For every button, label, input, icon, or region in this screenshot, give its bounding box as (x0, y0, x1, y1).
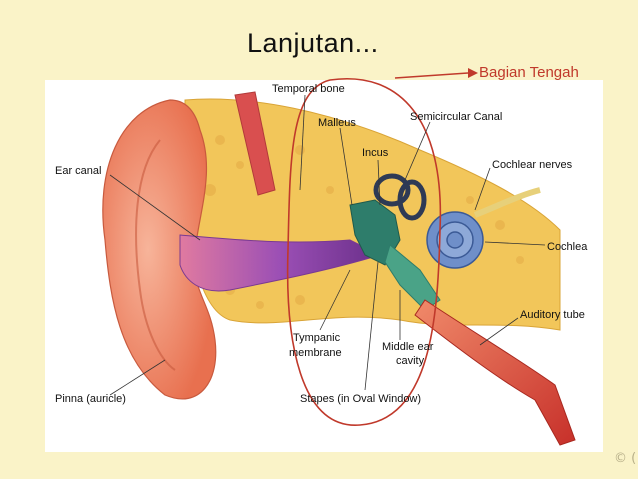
pinna-shape (102, 99, 217, 400)
ear-canal-shape (179, 234, 382, 292)
label-tympanic-line2: membrane (289, 347, 342, 359)
label-stapes: Stapes (in Oval Window) (300, 393, 421, 405)
label-incus: Incus (362, 147, 389, 159)
annotation-arrow-head (468, 68, 478, 78)
label-semicircular-canal: Semicircular Canal (410, 111, 502, 123)
muscle-strip (234, 91, 276, 196)
label-tympanic-line1: Tympanic (293, 332, 341, 344)
label-temporal-bone: Temporal bone (272, 83, 345, 95)
label-cochlear-nerves: Cochlear nerves (492, 159, 573, 171)
annotation-arrow (394, 72, 469, 79)
corner-mark: © ( (614, 451, 637, 466)
annotation-label: Bagian Tengah (479, 64, 579, 81)
cochlea-shape (426, 211, 484, 269)
label-ear-canal: Ear canal (55, 165, 101, 177)
auditory-tube-shape (414, 299, 576, 446)
leader-lines (109, 94, 546, 396)
cochlear-nerve-shape (473, 187, 541, 218)
label-middle-ear-line1: Middle ear (382, 341, 434, 353)
label-middle-ear-line2: cavity (396, 355, 425, 367)
label-pinna: Pinna (auricle) (55, 393, 126, 405)
label-auditory-tube: Auditory tube (520, 309, 585, 321)
label-malleus: Malleus (318, 117, 356, 129)
slide-title: Lanjutan... (247, 28, 379, 58)
middle-ear-highlight (286, 78, 442, 426)
pinna-fold (135, 139, 176, 371)
label-cochlea: Cochlea (547, 241, 588, 253)
semicircular-canals (373, 173, 427, 221)
